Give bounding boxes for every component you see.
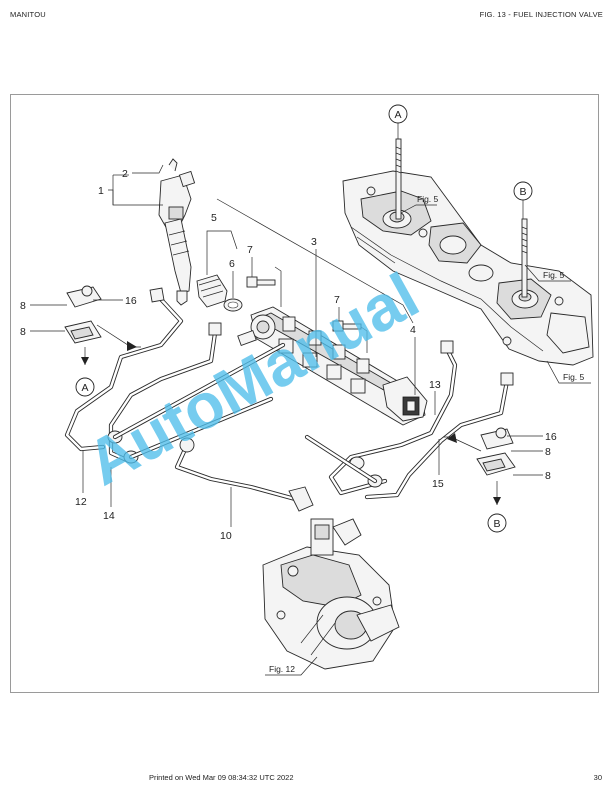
callout-8c-label: 8 [545,446,551,458]
callout-15-label: 15 [432,478,444,490]
fig-ref-5-a: Fig. 5 [400,194,439,214]
fig-ref-5-a-label: Fig. 5 [417,194,439,204]
high-pressure-pump-drawing [262,518,400,670]
fig-ref-5-c: Fig. 5 [546,360,591,384]
common-rail-part-3: 3 [237,236,428,426]
exploded-parts-diagram: A B Fig. 5 Fig. 5 Fig. 5 2 1 [20,104,594,676]
callout-2-label: 2 [122,168,128,180]
callout-12-label: 12 [75,496,87,508]
callout-16a-label: 16 [125,295,137,307]
footer-printed-date: Printed on Wed Mar 09 08:34:32 UTC 2022 [149,773,294,782]
marker-b-top-label: B [519,186,526,198]
fig-ref-12: Fig. 12 [265,656,318,676]
callout-3-label: 3 [311,236,317,248]
marker-b-bottom-label: B [493,518,500,530]
marker-b-top: B [513,181,533,219]
header-brand: MANITOU [10,10,46,19]
plug-part-5: 5 [196,212,238,308]
callout-10-label: 10 [220,530,232,542]
fig-ref-5-b: Fig. 5 [524,264,571,282]
callout-8a-label: 8 [20,300,26,312]
fig-ref-5-c-label: Fig. 5 [563,372,585,382]
marker-a-bottom-label: A [81,382,88,394]
fig-ref-12-label: Fig. 12 [269,664,295,674]
injection-pipe-part-14: 14 [103,322,286,522]
marker-a-top-label: A [394,109,401,121]
cylinder-head-drawing [342,138,594,366]
injection-pipe-part-12: 12 [64,287,184,508]
callout-5-label: 5 [211,212,217,224]
o-ring-part-6: 6 [223,258,243,312]
marker-a-top: A [388,104,408,139]
callout-6-label: 6 [229,258,235,270]
callout-4: 4 [216,198,416,395]
injection-pipe-part-13: 13 [328,340,458,496]
callout-13-label: 13 [429,379,441,391]
clamp-left-assembly: 8 8 16 A [20,285,141,397]
injection-pipe-part-15: 15 [304,372,514,500]
injector-part-1 [158,158,196,306]
callout-2: 2 [122,164,164,180]
callout-1: 1 [98,174,163,206]
callout-7b-label: 7 [334,294,340,306]
diagram-frame: A B Fig. 5 Fig. 5 Fig. 5 2 1 [10,94,599,693]
fig-ref-5-b-label: Fig. 5 [543,270,565,280]
header-figure-title: FIG. 13 - FUEL INJECTION VALVE [479,10,603,19]
callout-14-label: 14 [103,510,115,522]
bolt-part-7-right: 7 [332,294,368,353]
callout-8b-label: 8 [20,326,26,338]
return-pipe-part-10: 10 [174,437,314,542]
bolt-part-7-left: 7 [246,244,282,307]
callout-4-label: 4 [410,324,416,336]
clamp-right-assembly: 16 8 8 B [443,427,557,533]
callout-16b-label: 16 [545,431,557,443]
footer-page-number: 30 [593,773,602,782]
callout-8d-label: 8 [545,470,551,482]
callout-1-label: 1 [98,185,104,197]
callout-7a-label: 7 [247,244,253,256]
